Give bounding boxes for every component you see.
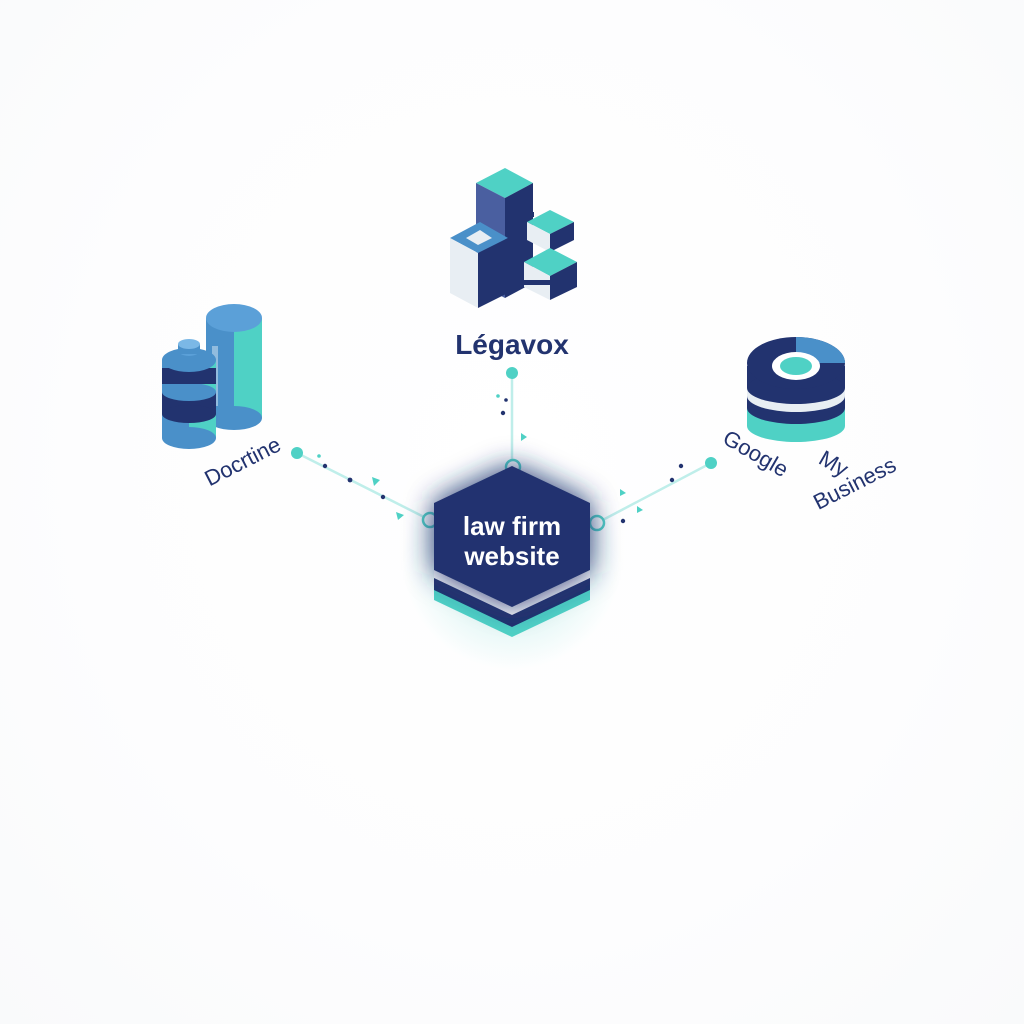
- server-cylinders-icon: [162, 304, 262, 449]
- doctrine-node: Docrtine: [162, 304, 285, 491]
- hub-label-line1: law firm: [463, 511, 561, 541]
- hub-node: law firm website: [402, 450, 622, 670]
- legavox-label: Légavox: [455, 329, 569, 360]
- hub-label-line2: website: [463, 541, 559, 571]
- database-stack-icon: [747, 337, 845, 442]
- legavox-node: Légavox: [450, 168, 577, 360]
- isometric-blocks-icon: [450, 168, 577, 308]
- google-node: Google My Business: [719, 337, 900, 515]
